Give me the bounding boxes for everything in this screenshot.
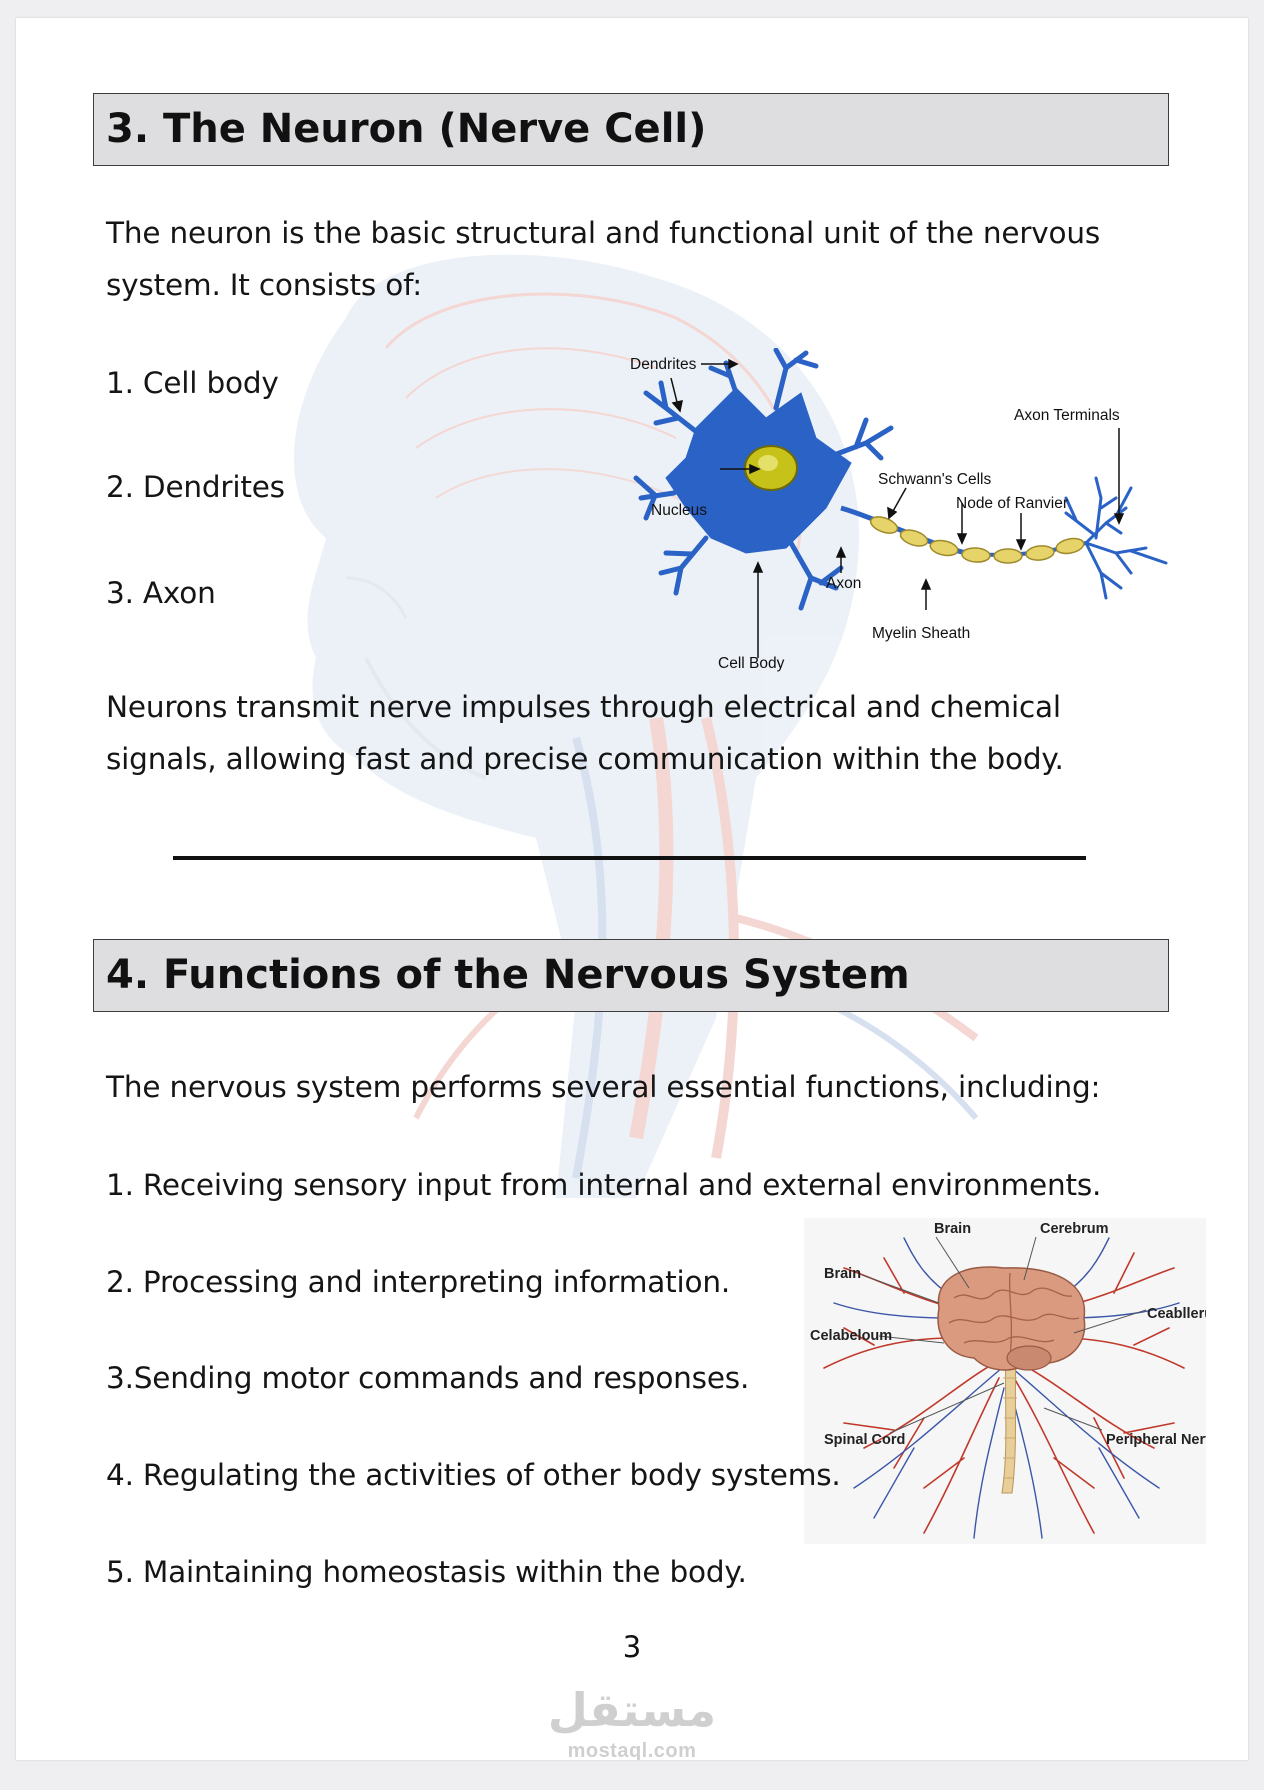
section-3-intro: The neuron is the basic structural and f… xyxy=(106,216,1101,302)
label-cell-body: Cell Body xyxy=(718,655,785,672)
function-item: 3.Sending motor commands and responses. xyxy=(106,1361,750,1395)
function-item: 5. Maintaining homeostasis within the bo… xyxy=(106,1555,747,1589)
page-number: 3 xyxy=(622,1630,642,1664)
label-nucleus: Nucleus xyxy=(651,502,707,519)
function-item: 1. Receiving sensory input from internal… xyxy=(106,1168,1102,1202)
function-item: 4. Regulating the activities of other bo… xyxy=(106,1458,841,1492)
section-4-intro: The nervous system performs several esse… xyxy=(106,1070,1101,1104)
label-axon: Axon xyxy=(826,575,861,592)
section-4-heading: 4. Functions of the Nervous System xyxy=(93,939,1169,1012)
neuron-diagram: Dendrites Nucleus Axon Cell Body Schwann… xyxy=(630,348,1168,672)
label-myelin-sheath: Myelin Sheath xyxy=(872,625,970,642)
neuron-part-item: 2. Dendrites xyxy=(106,470,285,504)
label-spinal-cord: Spinal Cord xyxy=(824,1432,905,1448)
neuron-part-item: 3. Axon xyxy=(106,576,216,610)
watermark-logo-arabic: مستقل xyxy=(547,1683,717,1737)
section-3-heading: 3. The Neuron (Nerve Cell) xyxy=(93,93,1169,166)
function-item: 2. Processing and interpreting informati… xyxy=(106,1265,730,1299)
label-schwann-cells: Schwann's Cells xyxy=(878,471,991,488)
label-node-of-ranvier: Node of Ranvier xyxy=(956,495,1068,512)
nervous-system-diagram: Brain Cerebrum Brain Ceabllerum Celabelo… xyxy=(804,1218,1206,1544)
neuron-part-item: 1. Cell body xyxy=(106,366,279,400)
label-celabeloum: Celabeloum xyxy=(810,1328,892,1344)
label-axon-terminals: Axon Terminals xyxy=(1014,407,1120,424)
label-cerebrum: Cerebrum xyxy=(1040,1221,1109,1237)
watermark-logo-latin: mostaql.com xyxy=(567,1740,697,1760)
label-dendrites: Dendrites xyxy=(630,356,697,373)
label-brain-top: Brain xyxy=(934,1221,971,1237)
label-peripheral-nerves: Peripheral Nerves xyxy=(1106,1432,1206,1448)
section-3-closing: Neurons transmit nerve impulses through … xyxy=(106,690,1064,776)
label-ceabllerum: Ceabllerum xyxy=(1147,1306,1206,1322)
document-page: 3. The Neuron (Nerve Cell) The neuron is… xyxy=(16,18,1248,1760)
label-brain-left: Brain xyxy=(824,1266,861,1282)
section-divider xyxy=(173,856,1086,860)
